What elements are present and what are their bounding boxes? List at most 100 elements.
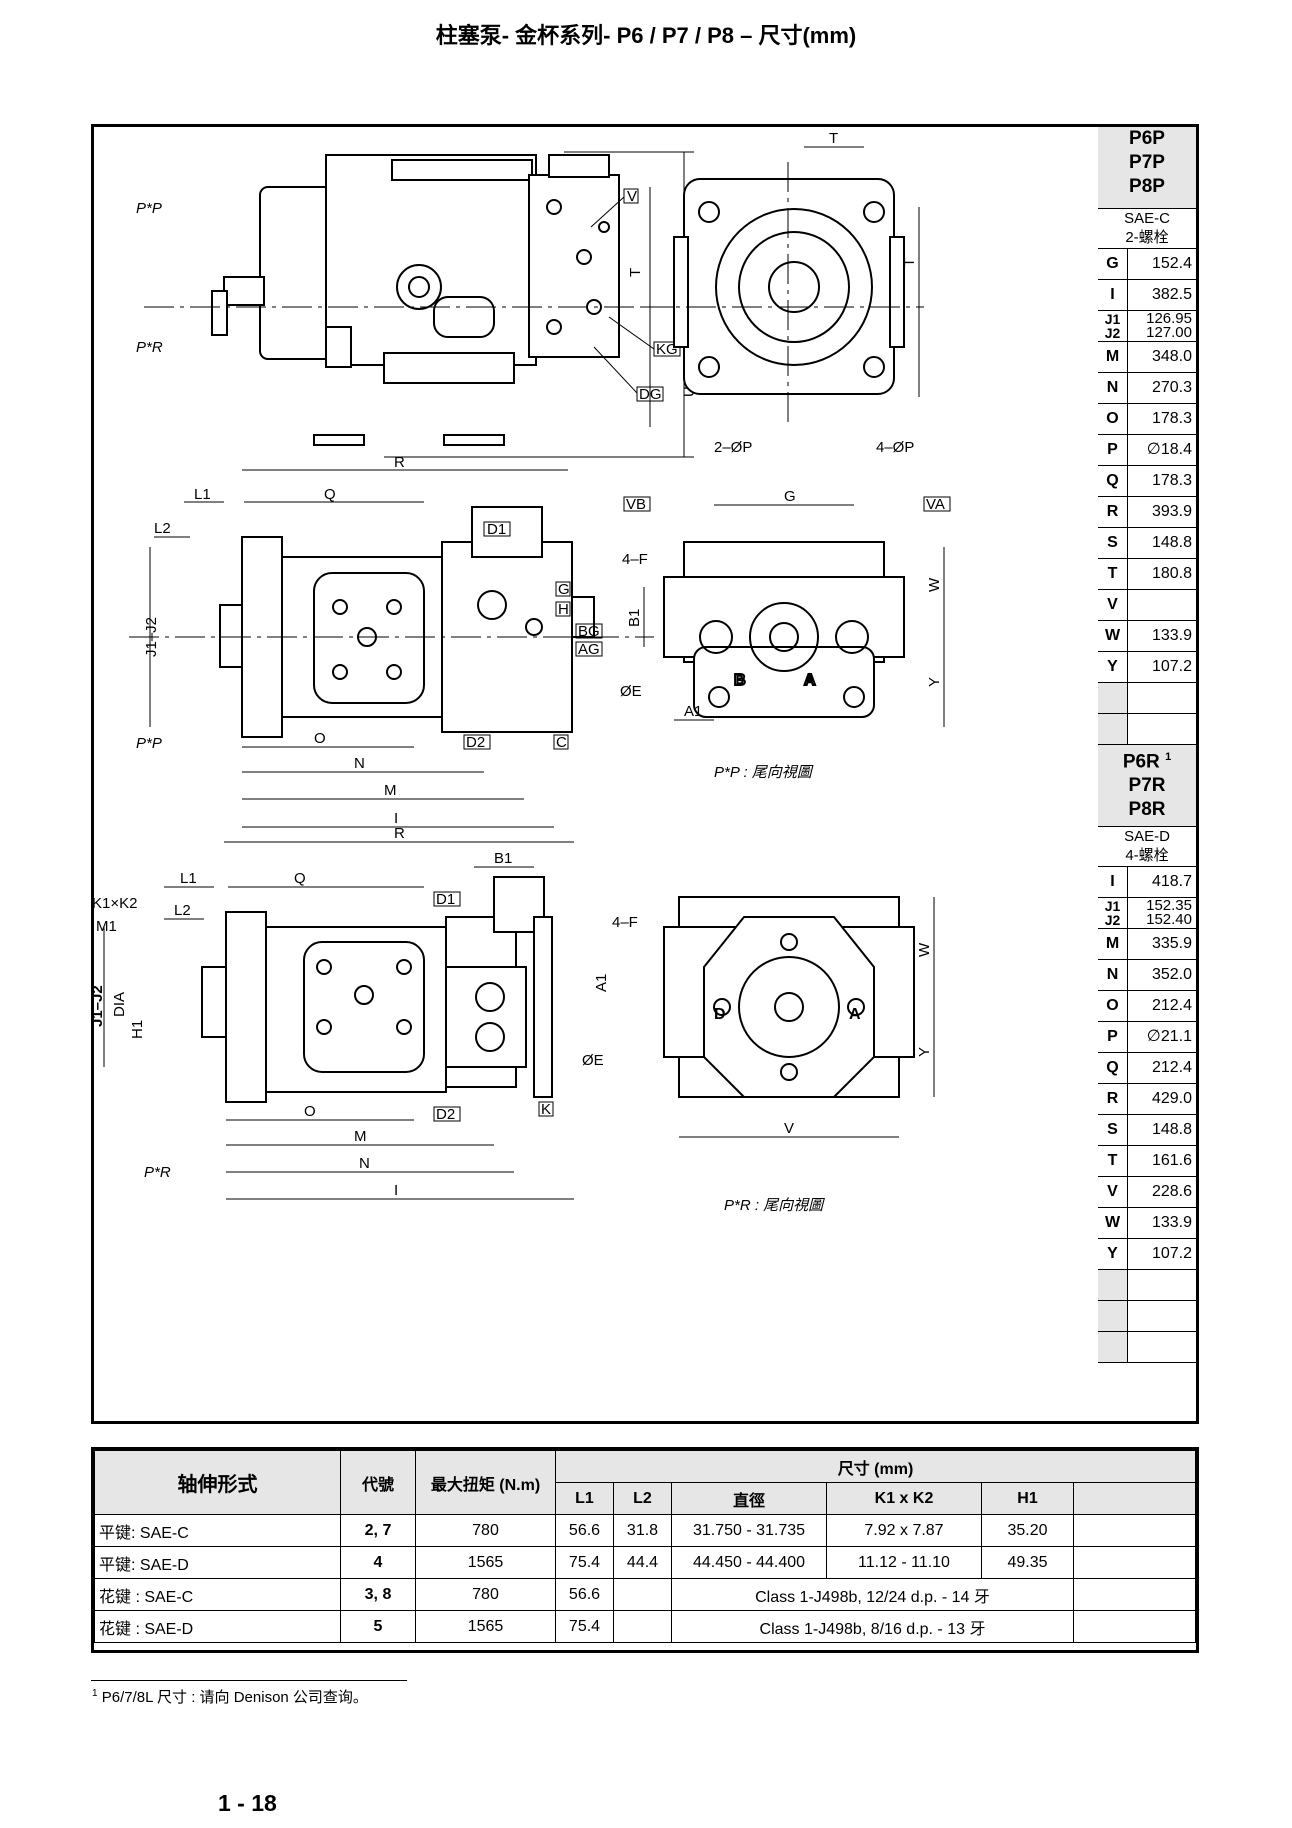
- svg-text:B1: B1: [494, 850, 512, 867]
- cell-torque: 780: [415, 1578, 556, 1611]
- dim-value: 382.5: [1151, 286, 1192, 303]
- svg-text:D2: D2: [436, 1106, 455, 1123]
- cell-l1: 75.4: [555, 1546, 614, 1579]
- dim-value: [1130, 714, 1192, 744]
- dim-row: [1098, 714, 1196, 745]
- dim-row: V: [1098, 590, 1196, 621]
- svg-text:2–ØP: 2–ØP: [714, 439, 752, 456]
- label-ppp-top: P*P: [136, 200, 162, 217]
- svg-text:N: N: [354, 755, 365, 772]
- svg-text:H1: H1: [129, 1020, 146, 1039]
- col-torque: 最大扭矩 (N.m): [415, 1450, 556, 1515]
- dim-key: Y: [1098, 652, 1128, 682]
- cell-code: 2, 7: [340, 1514, 416, 1547]
- cell-dia: 31.750 - 31.735: [671, 1514, 827, 1547]
- footnote-text: P6/7/8L 尺寸 : 请向 Denison 公司查询。: [101, 1689, 368, 1706]
- dim-value: 133.9: [1151, 1214, 1192, 1231]
- dim-value: 107.2: [1151, 1245, 1192, 1262]
- svg-text:I: I: [394, 1182, 398, 1199]
- dim-row: P∅21.1: [1098, 1022, 1196, 1053]
- cell-l2: [613, 1610, 672, 1643]
- dim-key: P: [1098, 435, 1128, 465]
- dim-value: 228.6: [1151, 1183, 1192, 1200]
- top-view-ppp: R Q L1 L2 J1–J2 O N M I D1 G H BG AG D2 …: [129, 454, 654, 828]
- svg-text:L2: L2: [174, 902, 191, 919]
- svg-text:ØE: ØE: [582, 1052, 604, 1069]
- cell-torque: 1565: [415, 1546, 556, 1579]
- dim-value: [1130, 590, 1192, 620]
- cell-type: 平键: SAE-C: [94, 1514, 341, 1547]
- table-row: 平键: SAE-C 2, 7 780 56.6 31.8 31.750 - 31…: [94, 1514, 1196, 1547]
- cell-torque: 780: [415, 1514, 556, 1547]
- dim-value: 393.9: [1151, 503, 1192, 520]
- bolt-2-label: 2-螺栓: [1125, 229, 1169, 246]
- footnote-divider: [91, 1680, 407, 1681]
- svg-text:M1: M1: [96, 918, 117, 935]
- dim-value: [1130, 683, 1192, 713]
- port-b-label: B: [734, 672, 746, 689]
- footnote: 1 P6/7/8L 尺寸 : 请向 Denison 公司查询。: [92, 1686, 368, 1707]
- svg-text:N: N: [359, 1155, 370, 1172]
- cell-code: 5: [340, 1610, 416, 1643]
- svg-text:J1–J2: J1–J2: [143, 617, 160, 657]
- dim-key: Q: [1098, 1053, 1128, 1083]
- dim-value: 212.4: [1151, 997, 1192, 1014]
- svg-text:D2: D2: [466, 734, 485, 751]
- svg-text:Y: Y: [926, 677, 943, 687]
- page-title: 柱塞泵- 金杯系列- P6 / P7 / P8 – 尺寸(mm): [435, 23, 857, 48]
- dim-value: 148.8: [1151, 534, 1192, 551]
- cell-empty: [1073, 1610, 1196, 1643]
- svg-text:4–F: 4–F: [612, 914, 638, 931]
- cell-type: 花键 : SAE-C: [94, 1578, 341, 1611]
- dim-row: I 382.5: [1098, 280, 1196, 311]
- svg-text:U: U: [681, 386, 698, 397]
- col-code: 代號: [340, 1450, 416, 1515]
- svg-text:B1: B1: [626, 609, 643, 627]
- dim-value: [1130, 1332, 1192, 1362]
- sae-c-label: SAE-C: [1124, 210, 1170, 227]
- cell-l1: 56.6: [555, 1578, 614, 1611]
- cell-h1: 35.20: [981, 1514, 1074, 1547]
- dim-key: [1098, 1270, 1128, 1300]
- dim-key: O: [1098, 991, 1128, 1021]
- port-a2-label: A: [849, 1006, 861, 1023]
- dim-row: [1098, 1270, 1196, 1301]
- svg-text:ØE: ØE: [620, 683, 642, 700]
- col-dia: 直徑: [671, 1482, 827, 1515]
- port-d-label: D: [714, 1006, 726, 1023]
- subheader-r: SAE-D 4-螺栓: [1098, 827, 1196, 867]
- page-number: 1 - 18: [218, 1790, 277, 1816]
- col-shaft-type: 轴伸形式: [94, 1450, 341, 1515]
- cell-code: 4: [340, 1546, 416, 1579]
- svg-text:A1: A1: [593, 974, 610, 992]
- dim-key: I: [1098, 280, 1128, 310]
- dim-key: W: [1098, 1208, 1128, 1238]
- shaft-table: 轴伸形式 代號 最大扭矩 (N.m) 尺寸 (mm) L1 L2 直徑 K1 x…: [91, 1447, 1199, 1653]
- rear-view-ppp: G VB VA 4–F W Y B1 ØE A1 B A P*P : 尾向視圖: [620, 488, 951, 781]
- svg-text:L1: L1: [194, 486, 211, 503]
- col-empty: [1073, 1482, 1196, 1515]
- svg-text:J1–J2: J1–J2: [94, 985, 106, 1027]
- svg-text:V: V: [627, 188, 637, 205]
- svg-text:Q: Q: [324, 486, 336, 503]
- cell-l1: 75.4: [555, 1610, 614, 1643]
- dim-row: [1098, 1301, 1196, 1332]
- svg-text:G: G: [784, 488, 796, 505]
- svg-text:W: W: [916, 942, 933, 957]
- dim-value: 348.0: [1151, 348, 1192, 365]
- dim-value: [1130, 1270, 1192, 1300]
- dim-row: [1098, 1332, 1196, 1363]
- header-r-series: P6R 1 P7R P8R: [1098, 745, 1196, 827]
- col-dims: 尺寸 (mm): [555, 1450, 1196, 1483]
